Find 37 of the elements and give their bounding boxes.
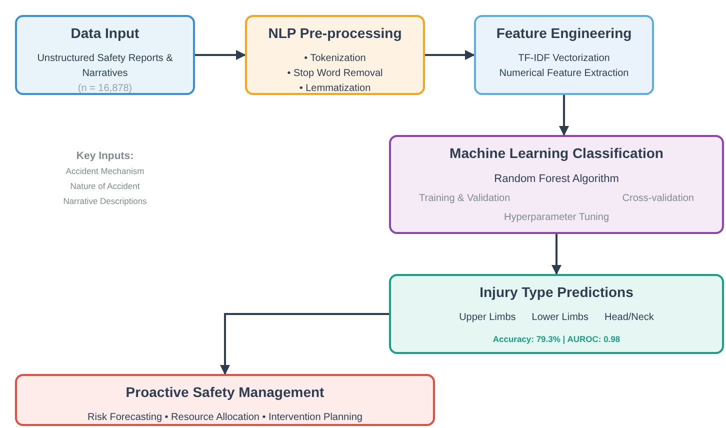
box-title: Machine Learning Classification <box>448 145 664 162</box>
note-text: Accident Mechanism <box>66 165 144 178</box>
process-box <box>245 15 425 95</box>
category-text: Upper Limbs <box>459 310 516 324</box>
box-title: Proactive Safety Management <box>124 384 326 402</box>
process-box <box>389 274 724 354</box>
box-text: Numerical Feature Extraction <box>499 66 629 80</box>
process-box <box>389 135 724 234</box>
arrow <box>425 50 475 60</box>
box-text: Training & Validation <box>419 192 510 206</box>
box-text: • Lemmatization <box>299 82 371 96</box>
box-title: Feature Engineering <box>495 25 633 42</box>
arrow <box>195 50 246 60</box>
box-subtitle: Random Forest Algorithm <box>493 172 620 186</box>
arrow <box>220 313 389 375</box>
box-text: Cross-validation <box>622 192 694 206</box>
category-text: Head/Neck <box>604 310 654 324</box>
category-text: Lower Limbs <box>532 310 588 324</box>
process-box <box>15 15 195 95</box>
box-text: • Stop Word Removal <box>287 66 383 80</box>
box-text: Hyperparameter Tuning <box>502 211 610 225</box>
process-box <box>474 15 654 95</box>
arrow <box>559 95 569 136</box>
box-title: Data Input <box>70 25 140 42</box>
box-title: Injury Type Predictions <box>478 284 634 302</box>
box-text: TF-IDF Vectorization <box>518 52 610 66</box>
process-box <box>15 374 435 426</box>
box-text: Risk Forecasting • Resource Allocation • Intervention Planning <box>88 410 362 424</box>
metric-text: Accuracy: 79.3% | AUROC: 0.98 <box>492 332 622 346</box>
arrow <box>552 234 562 275</box>
box-text: (n = 16,878) <box>78 82 132 96</box>
note-text: Narrative Descriptions <box>63 195 147 208</box>
box-text: • Tokenization <box>304 52 366 66</box>
note-text: Nature of Accident <box>70 180 140 193</box>
box-title: NLP Pre-processing <box>267 25 403 42</box>
note-heading: Key Inputs: <box>76 149 134 164</box>
box-text: Unstructured Safety Reports & Narratives <box>36 52 174 80</box>
